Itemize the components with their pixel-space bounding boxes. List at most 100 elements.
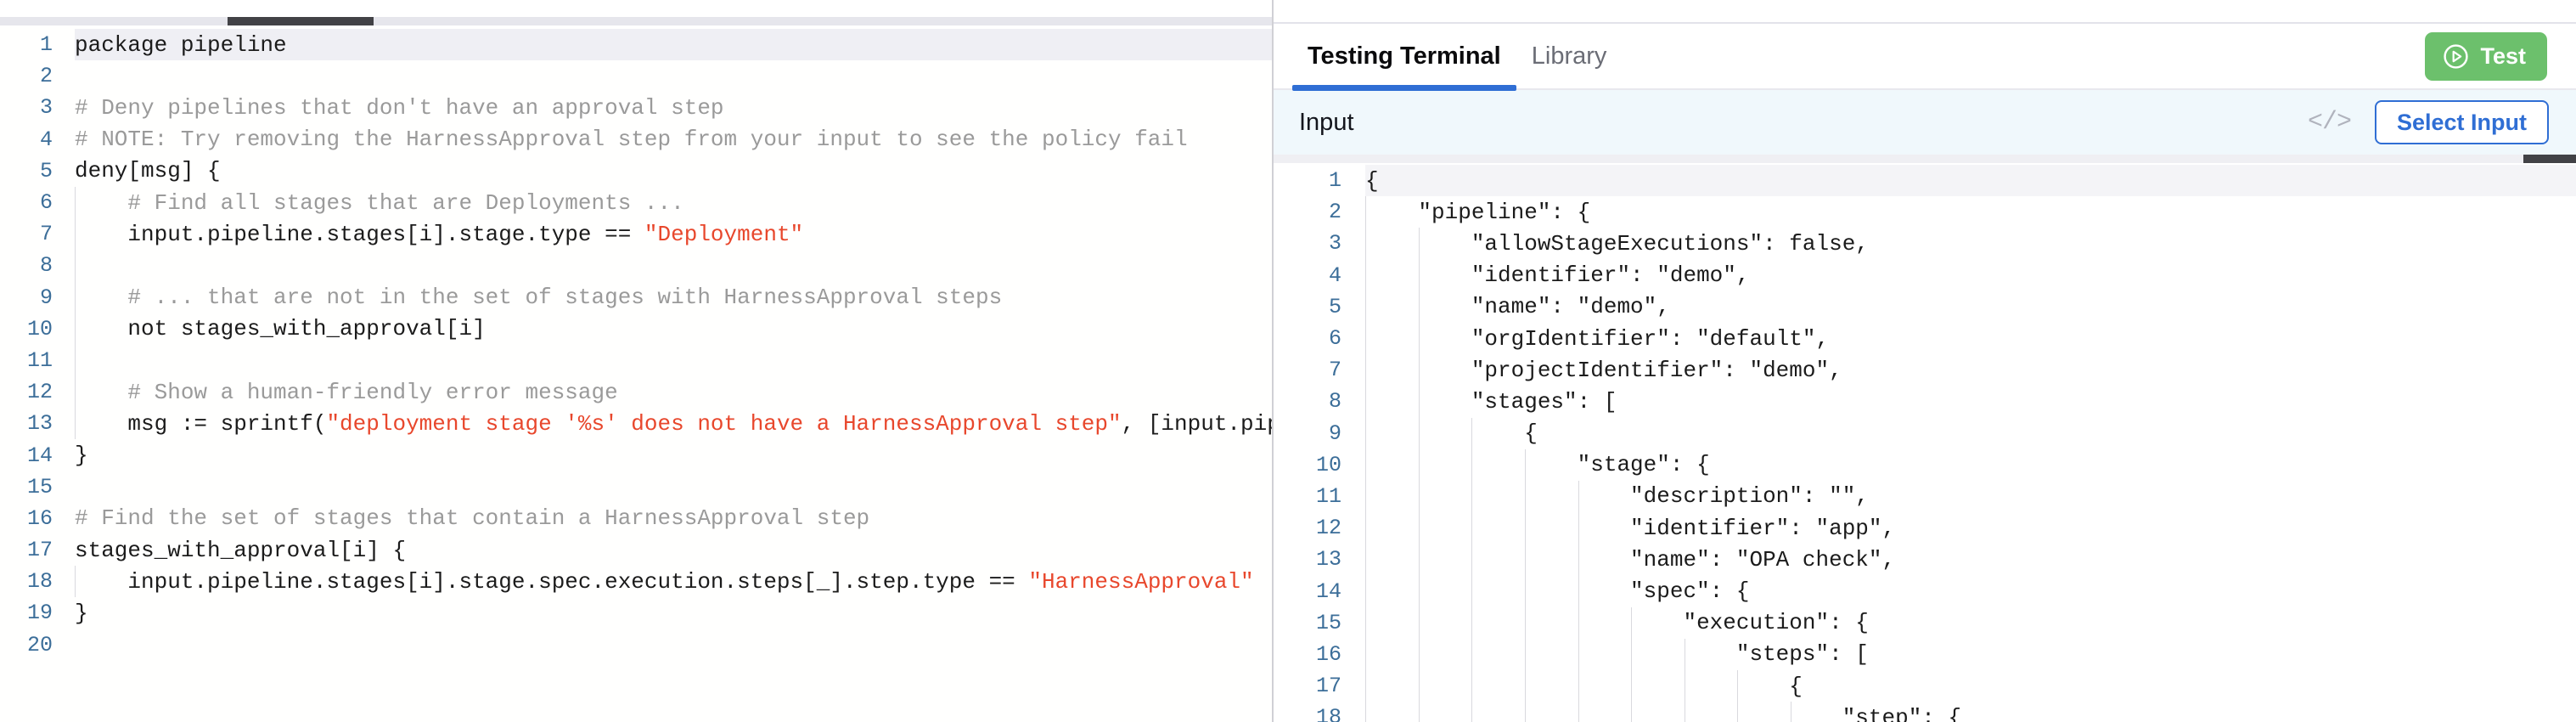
json-line[interactable]: 17 {	[1274, 670, 2576, 702]
code-text: package pipeline	[75, 32, 287, 58]
json-line[interactable]: 11 "description": "",	[1274, 480, 2576, 513]
token-cmt: # Find all stages that are Deployments .…	[75, 189, 684, 216]
indent-guide	[1471, 512, 1473, 544]
json-line[interactable]: 3 "allowStageExecutions": false,	[1274, 228, 2576, 260]
code-line-content: # Deny pipelines that don't have an appr…	[75, 92, 1272, 123]
indent-guide	[1631, 606, 1633, 639]
code-line[interactable]: 7 input.pipeline.stages[i].stage.type ==…	[0, 218, 1272, 251]
code-brackets-icon[interactable]: </>	[2307, 108, 2352, 137]
code-line[interactable]: 15	[0, 471, 1272, 503]
code-line-content: # Find the set of stages that contain a …	[75, 503, 1272, 534]
json-line[interactable]: 7 "projectIdentifier": "demo",	[1274, 354, 2576, 386]
json-line[interactable]: 14 "spec": {	[1274, 575, 2576, 607]
indent-guide	[1631, 638, 1633, 670]
policy-editor-horizontal-scrollbar[interactable]	[0, 17, 1272, 25]
code-line[interactable]: 13 msg := sprintf("deployment stage '%s'…	[0, 408, 1272, 440]
line-number: 13	[1315, 547, 1341, 573]
indent-guide	[1365, 606, 1366, 639]
code-line[interactable]: 14}	[0, 439, 1272, 471]
code-line-content: package pipeline	[75, 29, 1272, 61]
code-line[interactable]: 4# NOTE: Try removing the HarnessApprova…	[0, 124, 1272, 155]
code-text: # Show a human-friendly error message	[75, 380, 617, 405]
testing-terminal-tabbar: Testing Terminal Library Test	[1274, 23, 2576, 91]
code-line-content: input.pipeline.stages[i].stage.type == "…	[75, 218, 1272, 251]
code-line-content: msg := sprintf("deployment stage '%s' do…	[75, 408, 1272, 440]
json-line-content: {	[1365, 417, 2576, 449]
json-line-content: "orgIdentifier": "default",	[1365, 322, 2576, 355]
json-line[interactable]: 13 "name": "OPA check",	[1274, 544, 2576, 576]
json-text: "stages": [	[1365, 388, 1617, 415]
code-line[interactable]: 3# Deny pipelines that don't have an app…	[0, 92, 1272, 123]
line-number: 11	[1315, 483, 1341, 509]
indent-guide	[1524, 606, 1526, 639]
policy-editor-scrollbar-thumb[interactable]	[228, 17, 374, 25]
line-number: 17	[1315, 674, 1341, 699]
json-line[interactable]: 18 "step": {	[1274, 702, 2576, 722]
line-number: 2	[1328, 200, 1341, 225]
json-line[interactable]: 12 "identifier": "app",	[1274, 512, 2576, 544]
code-line[interactable]: 8	[0, 250, 1272, 282]
indent-guide	[1365, 670, 1366, 702]
line-number: 7	[1328, 358, 1341, 383]
test-button[interactable]: Test	[2425, 31, 2547, 81]
token-plain: package pipeline	[75, 31, 287, 58]
code-text: deny[msg] {	[75, 158, 221, 183]
indent-guide	[1365, 196, 1366, 228]
code-line[interactable]: 9 # ... that are not in the set of stage…	[0, 281, 1272, 313]
json-line-content: "identifier": "app",	[1365, 512, 2576, 544]
tab-testing-terminal[interactable]: Testing Terminal	[1292, 23, 1516, 91]
code-line[interactable]: 2	[0, 60, 1272, 92]
input-json-area[interactable]: 1{2 "pipeline": {3 "allowStageExecutions…	[1274, 165, 2576, 722]
code-line-content: }	[75, 597, 1272, 629]
code-line[interactable]: 19}	[0, 597, 1272, 629]
code-line[interactable]: 16# Find the set of stages that contain …	[0, 503, 1272, 534]
indent-guide	[1418, 386, 1420, 418]
json-text: "identifier": "demo",	[1365, 262, 1750, 289]
json-line[interactable]: 1{	[1274, 165, 2576, 197]
code-line[interactable]: 10 not stages_with_approval[i]	[0, 313, 1272, 345]
code-line[interactable]: 6 # Find all stages that are Deployments…	[0, 186, 1272, 219]
select-input-button[interactable]: Select Input	[2374, 100, 2549, 144]
tab-library[interactable]: Library	[1516, 23, 1623, 89]
token-plain: not stages_with_approval[i]	[75, 316, 486, 342]
json-text: "name": "demo",	[1365, 294, 1670, 320]
json-editor-horizontal-scrollbar[interactable]	[1274, 155, 2576, 163]
indent-guide	[1418, 606, 1420, 639]
json-line[interactable]: 5 "name": "demo",	[1274, 290, 2576, 323]
json-line[interactable]: 10 "stage": {	[1274, 448, 2576, 481]
indent-guide	[1578, 575, 1579, 607]
code-line[interactable]: 18 input.pipeline.stages[i].stage.spec.e…	[0, 566, 1272, 598]
code-text: # ... that are not in the set of stages …	[75, 285, 1002, 310]
json-line[interactable]: 16 "steps": [	[1274, 638, 2576, 670]
code-line-content	[75, 629, 1272, 661]
json-line[interactable]: 4 "identifier": "demo",	[1274, 259, 2576, 291]
json-editor-scrollbar-thumb[interactable]	[2523, 155, 2576, 163]
json-line[interactable]: 6 "orgIdentifier": "default",	[1274, 322, 2576, 355]
json-text: "description": "",	[1365, 483, 1869, 510]
json-line[interactable]: 8 "stages": [	[1274, 386, 2576, 418]
indent-guide	[1471, 702, 1473, 722]
line-number: 8	[1328, 389, 1341, 415]
json-line[interactable]: 15 "execution": {	[1274, 606, 2576, 639]
code-line[interactable]: 12 # Show a human-friendly error message	[0, 376, 1272, 409]
code-line-content	[75, 250, 1272, 282]
indent-guide	[1418, 638, 1420, 670]
indent-guide	[1418, 702, 1420, 722]
json-line[interactable]: 9 {	[1274, 417, 2576, 449]
indent-guide	[1524, 575, 1526, 607]
line-number: 9	[39, 285, 53, 310]
json-line[interactable]: 2 "pipeline": {	[1274, 196, 2576, 228]
token-str: "deployment stage '%s' does not have a H…	[326, 410, 1122, 437]
json-editor-body[interactable]: 1{2 "pipeline": {3 "allowStageExecutions…	[1274, 165, 2576, 722]
line-number: 4	[39, 127, 53, 152]
code-line[interactable]: 20	[0, 629, 1272, 661]
indent-guide	[75, 408, 76, 440]
line-number: 2	[39, 64, 53, 89]
json-text: "execution": {	[1365, 610, 1869, 636]
code-line[interactable]: 11	[0, 344, 1272, 377]
